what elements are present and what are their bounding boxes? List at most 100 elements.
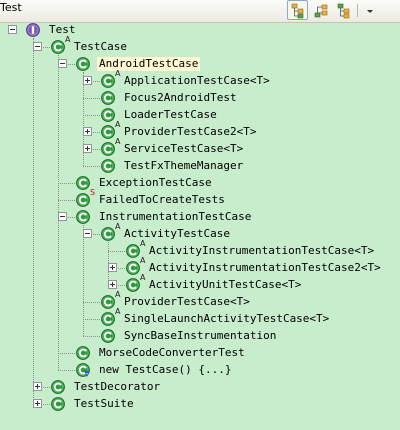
tree-item-syncbaseinstrumentation[interactable]: SyncBaseInstrumentation <box>0 328 400 345</box>
collapse-toggle-icon[interactable] <box>33 42 42 51</box>
class-icon <box>125 277 141 293</box>
tree-item-label: SingleLaunchActivityTestCase<T> <box>124 312 330 325</box>
tree-item-testdecorator[interactable]: TestDecorator <box>0 379 400 396</box>
show-hierarchy-button[interactable] <box>287 0 308 20</box>
class-icon <box>125 243 141 259</box>
tree-item-test[interactable]: Test <box>0 22 400 39</box>
view-toolbar: Test <box>0 0 400 23</box>
tree-item-label: TestDecorator <box>74 380 161 393</box>
class-icon <box>100 141 116 157</box>
view-menu-button[interactable] <box>362 0 378 20</box>
anonymous-class-icon <box>75 362 91 378</box>
class-icon <box>100 124 116 140</box>
tree-item-label: TestSuite <box>74 397 134 410</box>
interface-icon <box>25 22 41 38</box>
tree-item-morsecodeconvertertest[interactable]: MorseCodeConverterTest <box>0 345 400 362</box>
class-icon <box>100 294 116 310</box>
abstract-badge-icon: A <box>115 69 121 78</box>
abstract-badge-icon: A <box>115 290 121 299</box>
show-supertype-icon <box>314 4 328 18</box>
tree-item-label: AndroidTestCase <box>97 57 201 71</box>
static-badge-icon: S <box>90 188 96 197</box>
class-icon <box>125 260 141 276</box>
tree-item-label: ExceptionTestCase <box>99 176 212 189</box>
tree-item-testfxthememanager[interactable]: TestFxThemeManager <box>0 158 400 175</box>
tree-item-label: ActivityTestCase <box>124 227 230 240</box>
class-icon <box>75 175 91 191</box>
tree-item-androidtestcase[interactable]: AndroidTestCase <box>0 56 400 73</box>
tree-item-new-testcase[interactable]: new TestCase() {...} <box>0 362 400 379</box>
tree-item-label: ApplicationTestCase<T> <box>124 74 270 87</box>
collapse-toggle-icon[interactable] <box>8 25 17 34</box>
expand-toggle-icon[interactable] <box>33 399 42 408</box>
tree-item-label: InstrumentationTestCase <box>99 210 252 223</box>
tree-item-label: LoaderTestCase <box>124 108 217 121</box>
class-icon <box>50 39 66 55</box>
tree-item-instrumentationtestcase[interactable]: InstrumentationTestCase <box>0 209 400 226</box>
view-title: Test <box>0 1 22 14</box>
class-icon <box>100 90 116 106</box>
class-icon <box>100 158 116 174</box>
class-icon <box>75 192 91 208</box>
tree-item-label: new TestCase() {...} <box>99 363 232 376</box>
tree-item-label: TestCase <box>74 40 127 53</box>
collapse-toggle-icon[interactable] <box>83 229 92 238</box>
class-icon <box>100 107 116 123</box>
tree-item-focus2androidtest[interactable]: Focus2AndroidTest <box>0 90 400 107</box>
collapse-toggle-icon[interactable] <box>58 212 67 221</box>
class-icon <box>100 311 116 327</box>
show-subtype-icon <box>337 3 350 19</box>
class-icon <box>100 328 116 344</box>
abstract-badge-icon: A <box>115 222 121 231</box>
class-icon <box>100 226 116 242</box>
tree-item-label: FailedToCreateTests <box>99 193 225 206</box>
show-subtype-button[interactable] <box>333 0 354 20</box>
expand-toggle-icon[interactable] <box>108 263 117 272</box>
tree-item-label: ActivityUnitTestCase<T> <box>149 278 302 291</box>
toolbar-separator <box>357 4 358 17</box>
abstract-badge-icon: A <box>140 256 146 265</box>
abstract-badge-icon: A <box>140 273 146 282</box>
abstract-badge-icon: A <box>115 120 121 129</box>
abstract-badge-icon: A <box>115 307 121 316</box>
tree-item-exceptiontestcase[interactable]: ExceptionTestCase <box>0 175 400 192</box>
tree-item-label: MorseCodeConverterTest <box>99 346 245 359</box>
tree-item-label: ServiceTestCase<T> <box>124 142 244 155</box>
tree-item-testsuite[interactable]: TestSuite <box>0 396 400 413</box>
expand-toggle-icon[interactable] <box>33 382 42 391</box>
expand-toggle-icon[interactable] <box>83 127 92 136</box>
view-menu-arrow-icon <box>367 10 373 13</box>
expand-toggle-icon[interactable] <box>108 280 117 289</box>
expand-toggle-icon[interactable] <box>83 76 92 85</box>
tree-item-label: ActivityInstrumentationTestCase2<T> <box>149 261 381 274</box>
show-supertype-button[interactable] <box>310 0 331 20</box>
class-icon <box>75 209 91 225</box>
collapse-toggle-icon[interactable] <box>58 59 67 68</box>
tree-item-label: Focus2AndroidTest <box>124 91 237 104</box>
class-icon <box>75 345 91 361</box>
class-icon <box>50 396 66 412</box>
tree-item-label: ProviderTestCase<T> <box>124 295 250 308</box>
abstract-badge-icon: A <box>65 35 71 44</box>
expand-toggle-icon[interactable] <box>83 144 92 153</box>
tree-item-label: ActivityInstrumentationTestCase<T> <box>149 244 375 257</box>
tree-item-label: SyncBaseInstrumentation <box>124 329 277 342</box>
abstract-badge-icon: A <box>140 239 146 248</box>
class-icon <box>100 73 116 89</box>
abstract-badge-icon: A <box>115 137 121 146</box>
show-hierarchy-icon <box>291 3 304 19</box>
tree-item-loadertestcase[interactable]: LoaderTestCase <box>0 107 400 124</box>
class-icon <box>75 56 91 72</box>
